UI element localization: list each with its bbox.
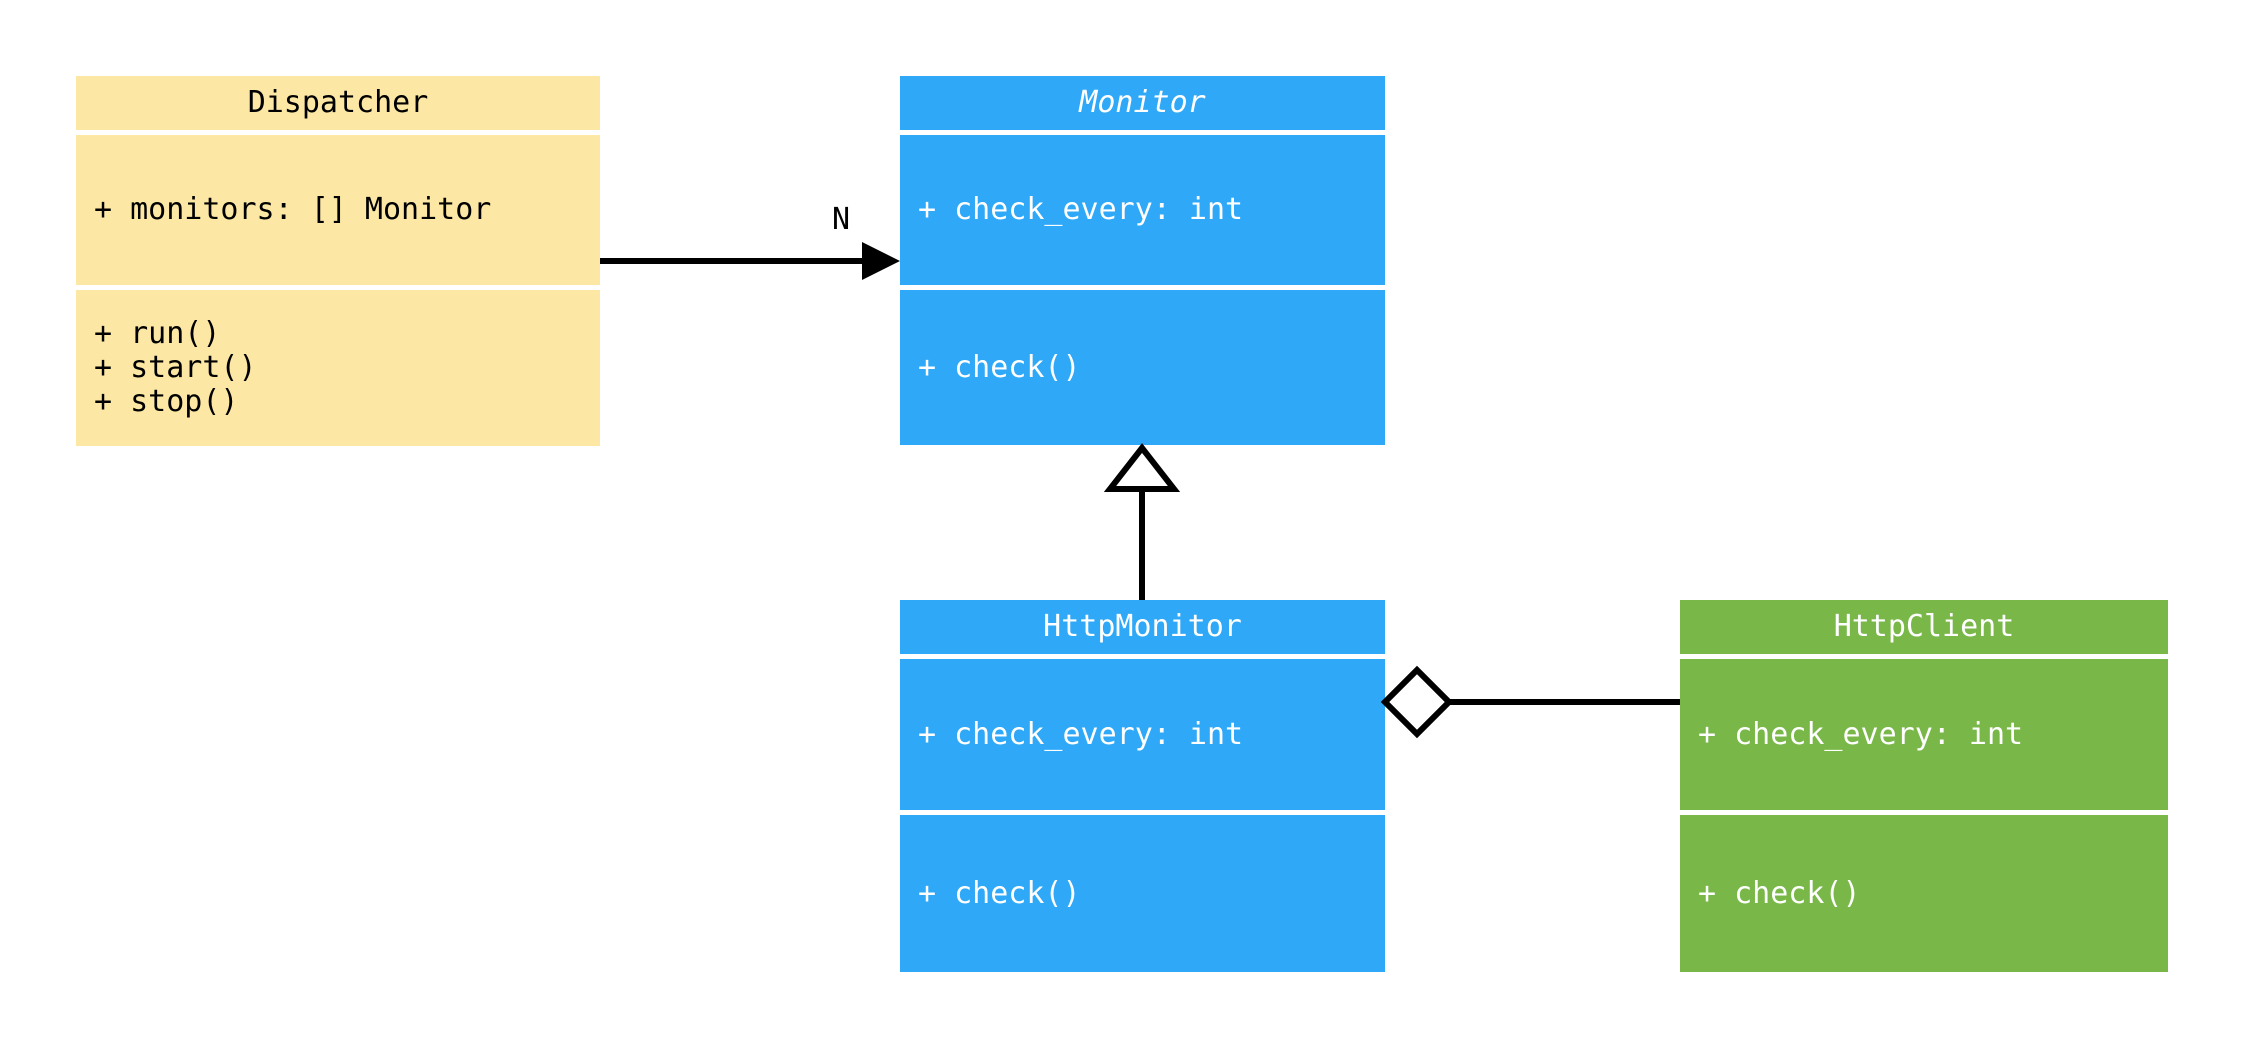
- class-title-httpmonitor: HttpMonitor: [900, 600, 1385, 654]
- attribute-row: + check_every: int: [1698, 716, 2024, 752]
- class-methods-dispatcher: + run() + start() + stop(): [76, 290, 600, 446]
- class-attributes-monitor: + check_every: int: [900, 135, 1385, 285]
- class-methods-httpmonitor: + check(): [900, 815, 1385, 972]
- method-row: + stop(): [94, 384, 239, 419]
- class-box-httpclient[interactable]: HttpClient + check_every: int + check(): [1680, 600, 2168, 972]
- class-attributes-httpmonitor: + check_every: int: [900, 659, 1385, 810]
- class-attributes-httpclient: + check_every: int: [1680, 659, 2168, 810]
- edge-httpmonitor-inherits-monitor[interactable]: [1103, 443, 1181, 600]
- class-methods-monitor: + check(): [900, 290, 1385, 445]
- edge-httpmonitor-aggregates-httpclient[interactable]: [1380, 665, 1680, 739]
- class-box-monitor[interactable]: Monitor + check_every: int + check(): [900, 76, 1385, 445]
- class-methods-httpclient: + check(): [1680, 815, 2168, 972]
- attribute-row: + check_every: int: [918, 192, 1244, 227]
- filled-triangle-arrowhead-icon: [862, 242, 900, 280]
- attribute-row: + check_every: int: [918, 716, 1244, 752]
- method-row: + start(): [94, 350, 257, 385]
- method-row: + check(): [1698, 875, 1861, 911]
- class-title-httpclient: HttpClient: [1680, 600, 2168, 654]
- attribute-row: + monitors: [] Monitor: [94, 192, 492, 227]
- hollow-triangle-arrowhead-icon: [1103, 443, 1181, 492]
- class-box-dispatcher[interactable]: Dispatcher + monitors: [] Monitor + run(…: [76, 76, 600, 446]
- class-box-httpmonitor[interactable]: HttpMonitor + check_every: int + check(): [900, 600, 1385, 972]
- edge-dispatcher-to-monitor[interactable]: [600, 242, 900, 280]
- class-title-monitor: Monitor: [900, 76, 1385, 130]
- class-title-dispatcher: Dispatcher: [76, 76, 600, 130]
- edge-label-multiplicity-n: N: [832, 202, 851, 237]
- method-row: + check(): [918, 349, 1081, 385]
- method-row: + run(): [94, 316, 221, 351]
- class-attributes-dispatcher: + monitors: [] Monitor: [76, 135, 600, 285]
- method-row: + check(): [918, 875, 1081, 911]
- hollow-diamond-arrowhead-icon: [1380, 665, 1454, 739]
